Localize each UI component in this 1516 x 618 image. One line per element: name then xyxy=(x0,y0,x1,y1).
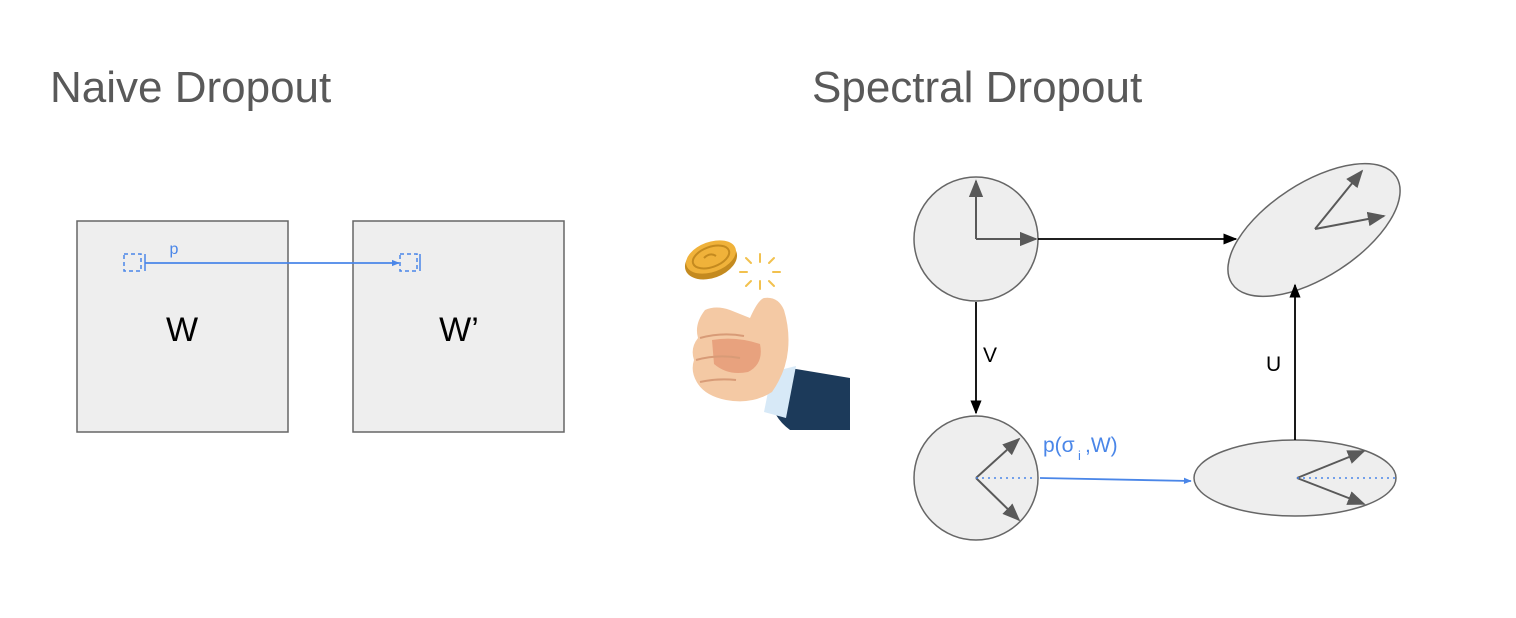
spectral-prob-label: p(σ i ,W) xyxy=(1043,434,1118,463)
output-vector-1 xyxy=(1314,169,1364,230)
output-ellipse xyxy=(1227,162,1401,298)
v-label: V xyxy=(983,344,997,367)
dropped-element-target xyxy=(399,253,421,272)
coin-flip-hand-icon xyxy=(684,240,850,430)
naive-prob-label: p xyxy=(170,241,179,258)
rotated-vector-up xyxy=(975,437,1021,479)
matrix-w-label: W xyxy=(166,311,198,349)
matrix-w-prime-label: W’ xyxy=(439,311,479,349)
spectral-prob-prefix: p(σ xyxy=(1043,434,1075,457)
matrix-w-prime-box xyxy=(352,220,565,433)
spectral-prob-suffix: ,W) xyxy=(1085,434,1118,457)
u-label: U xyxy=(1266,353,1281,376)
rotated-vector-down xyxy=(975,477,1021,522)
matrix-w-box xyxy=(76,220,289,433)
spectral-prob-subscript: i xyxy=(1078,448,1081,463)
output-vector-2 xyxy=(1314,211,1386,230)
spectral-dropout-title: Spectral Dropout xyxy=(812,63,1143,112)
naive-dropout-title: Naive Dropout xyxy=(50,63,332,112)
spectral-dropout-arrow xyxy=(1039,477,1192,485)
scaled-vector-up xyxy=(1296,450,1366,479)
scaled-vector-down xyxy=(1296,477,1366,505)
scaled-ellipse xyxy=(1193,439,1397,517)
